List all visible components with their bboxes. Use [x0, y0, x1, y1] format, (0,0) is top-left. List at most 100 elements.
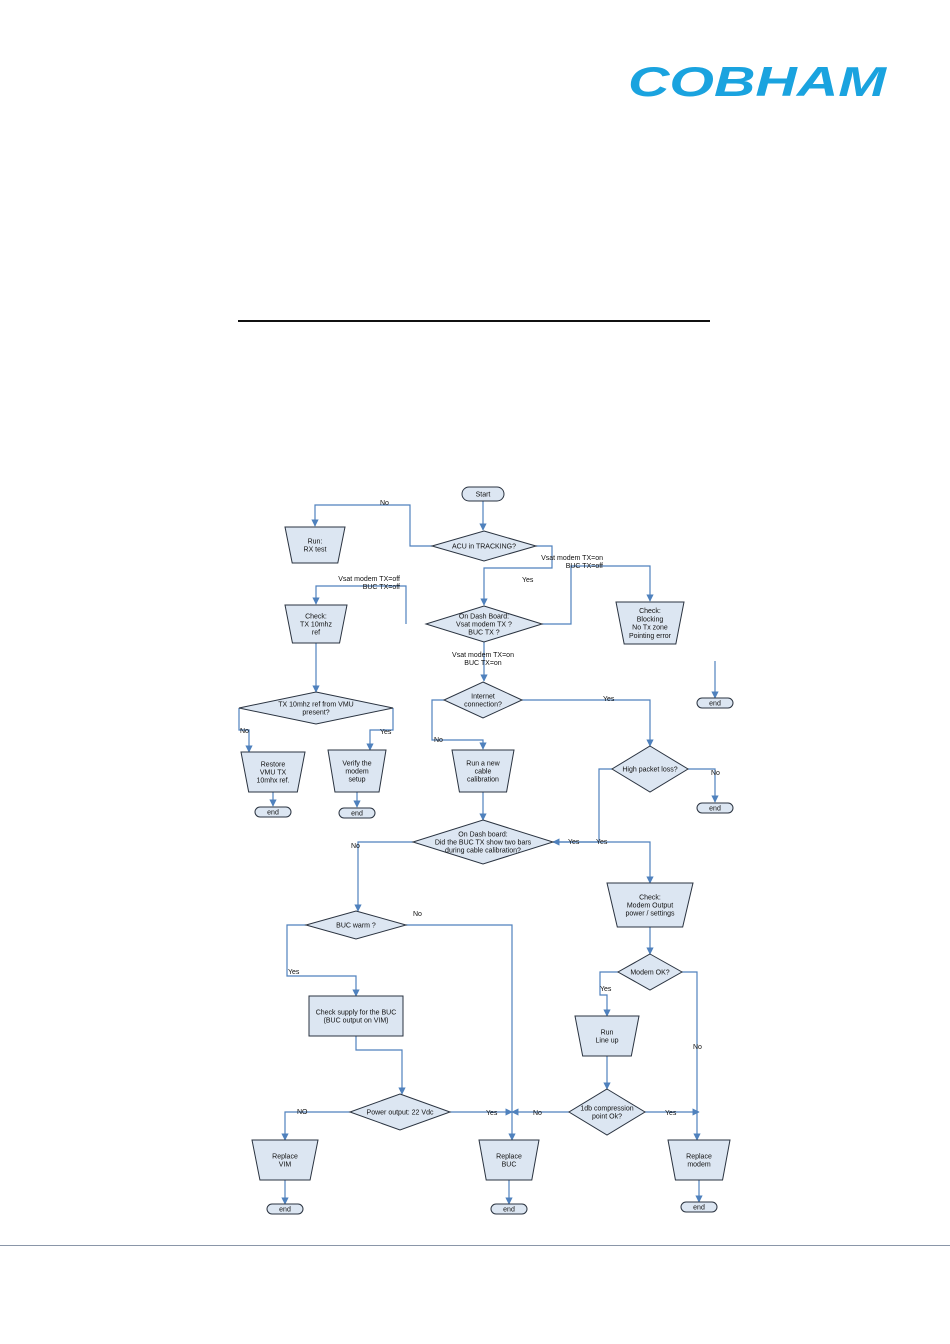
node-text: calibration: [467, 777, 499, 784]
decision-shape: [611, 745, 689, 793]
edge-label-vsat_on_on: BUC TX=on: [464, 660, 502, 667]
node-text: Check supply for the BUC: [316, 1009, 397, 1016]
connector-arrow: [431, 699, 487, 750]
node-supply: Check supply for the BUC(BUC output on V…: [308, 995, 404, 1037]
node-text: Check:: [639, 894, 661, 901]
connector-arrow: [480, 545, 553, 606]
edge-label-onedb_no: No: [533, 1110, 542, 1117]
decision-shape: [348, 1093, 452, 1131]
node-text: BUC warm ?: [336, 923, 376, 930]
node-text: Start: [476, 492, 491, 499]
node-text: Verify the: [342, 760, 371, 767]
node-text: Power output: 22 Vdc: [367, 1110, 434, 1117]
terminal-shape: [266, 1203, 304, 1215]
edge-label-vsat_off: Vsat modem TX=off: [338, 576, 400, 583]
node-text: 1db compression: [580, 1105, 633, 1112]
node-packet: High packet loss?: [611, 745, 689, 793]
terminal-shape: [338, 807, 376, 819]
node-text: end: [503, 1207, 515, 1214]
decision-shape: [430, 530, 538, 562]
node-rx: Run:RX test: [284, 526, 346, 564]
node-text: Blocking: [637, 616, 664, 623]
edge-label-inet_yes: Yes: [603, 696, 615, 703]
connector-arrow: [286, 924, 360, 997]
cobham-logo-text: COBHAM: [628, 62, 887, 102]
node-text: end: [693, 1205, 705, 1212]
footer-rule: [0, 1245, 950, 1246]
connector-arrow: [312, 585, 407, 624]
node-text: Internet: [471, 693, 495, 700]
node-text: Modem Output: [627, 903, 673, 910]
manual-operation-shape: [478, 1139, 540, 1181]
node-text: TX 10mhz: [300, 622, 332, 629]
decision-shape: [568, 1088, 646, 1136]
node-start: Start: [461, 486, 505, 502]
node-text: ACU in TRACKING?: [452, 544, 516, 551]
manual-operation-shape: [606, 882, 694, 928]
node-text: ref: [312, 630, 320, 637]
node-end_verify: end: [338, 807, 376, 819]
node-text: Run: [601, 1029, 614, 1036]
terminal-shape: [696, 802, 734, 814]
node-text: Restore: [261, 761, 286, 768]
node-text: Replace: [272, 1153, 298, 1160]
edge-label-vsat_on_on: Vsat modem TX=on: [452, 652, 514, 659]
node-text: BUC TX ?: [468, 630, 499, 637]
connectors: [238, 501, 719, 1205]
terminal-shape: [696, 697, 734, 709]
manual-operation-shape: [615, 601, 685, 645]
node-bucwarm: BUC warm ?: [304, 910, 408, 940]
node-text: setup: [348, 777, 365, 784]
node-dash2: On Dash board:Did the BUC TX show two ba…: [411, 819, 555, 865]
node-text: Line up: [596, 1038, 619, 1045]
node-text: Replace: [496, 1153, 522, 1160]
edge-label-txref_no: No: [240, 728, 249, 735]
node-dash1: On Dash Board:Vsat modem TX ?BUC TX ?: [424, 605, 544, 643]
edge-label-acu_no: No: [380, 500, 389, 507]
connector-arrow: [281, 1111, 350, 1141]
connector-arrow: [354, 841, 413, 912]
node-text: Replace: [686, 1153, 712, 1160]
edge-label-onedb_yes: Yes: [665, 1110, 677, 1117]
decision-shape: [411, 819, 555, 865]
node-text: Run a new: [466, 760, 500, 767]
node-text: High packet loss?: [622, 767, 677, 774]
decision-shape: [442, 681, 524, 719]
manual-operation-shape: [327, 749, 387, 793]
node-text: end: [709, 806, 721, 813]
node-end_restore: end: [254, 806, 292, 818]
node-end_packet: end: [696, 802, 734, 814]
node-text: No Tx zone: [632, 625, 668, 632]
edge-label-txref_yes: Yes: [380, 729, 392, 736]
connector-arrow: [311, 504, 432, 547]
node-text: On Dash Board:: [459, 613, 509, 620]
edge-label-warm_no: No: [413, 911, 422, 918]
connector-arrow: [688, 768, 719, 803]
node-modemok: Modem OK?: [616, 953, 684, 991]
edge-label-vsat_off: BUC TX=off: [363, 584, 400, 591]
edge-label-modemok_no: No: [693, 1044, 702, 1051]
node-text: RX test: [304, 547, 327, 554]
node-power: Power output: 22 Vdc: [348, 1093, 452, 1131]
node-text: end: [351, 811, 363, 818]
node-text: modem: [345, 769, 369, 776]
edge-label-packet_no: No: [711, 770, 720, 777]
decision-shape: [616, 953, 684, 991]
connector-arrow: [599, 971, 618, 1017]
node-text: Modem OK?: [630, 970, 669, 977]
edge-label-acu_yes: Yes: [522, 577, 534, 584]
terminal-shape: [461, 486, 505, 502]
manual-operation-shape: [251, 1139, 319, 1181]
